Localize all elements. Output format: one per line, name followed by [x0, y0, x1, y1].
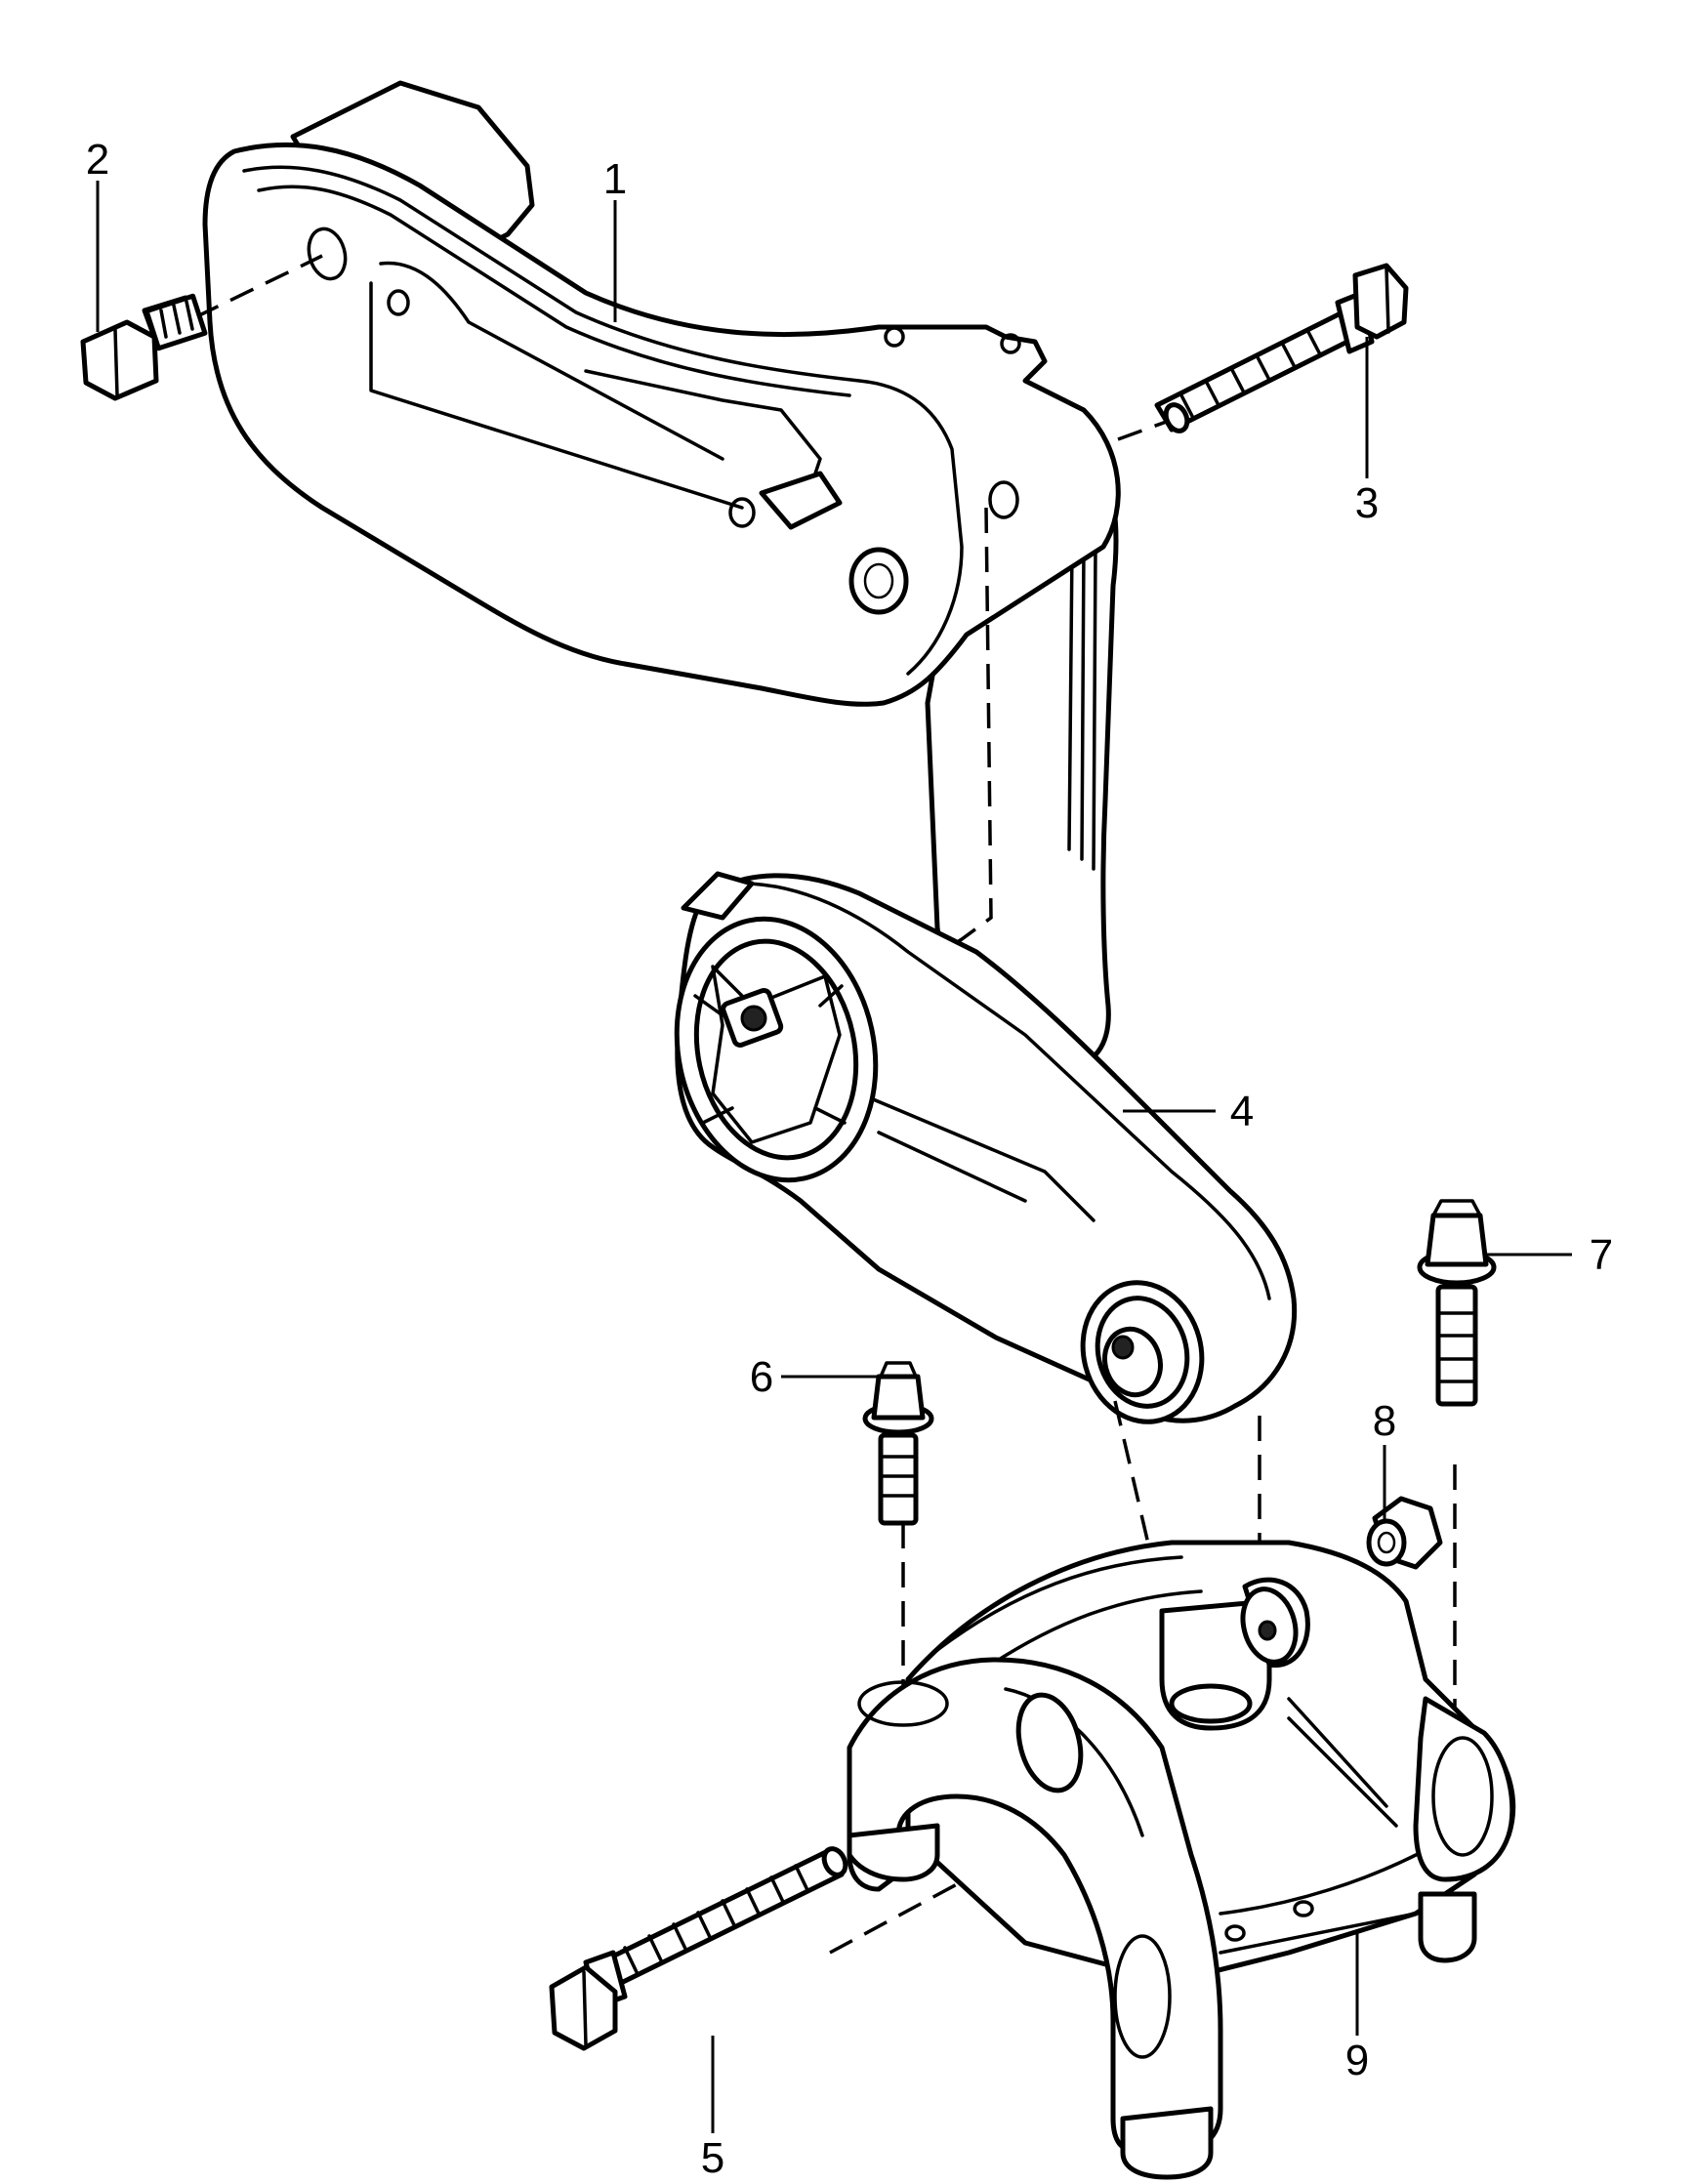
- callout-4: 4: [1230, 1088, 1254, 1135]
- callout-3: 3: [1355, 479, 1379, 527]
- callout-8: 8: [1373, 1397, 1396, 1445]
- callout-6: 6: [750, 1353, 773, 1401]
- callout-1: 1: [603, 155, 627, 203]
- part-8-nut: [1366, 1496, 1443, 1570]
- part-1-upper-bracket: [202, 80, 1121, 1068]
- callout-2: 2: [86, 136, 109, 184]
- part-6-bolt: [862, 1361, 934, 1526]
- part-5-long-bolt: [549, 1846, 848, 2051]
- part-2-short-bolt: [80, 254, 323, 401]
- part-9-base-bracket: [847, 1540, 1516, 2180]
- callout-labels: 2 1 3 4 6 7 8 5 9: [86, 136, 1613, 2182]
- leader-lines: [96, 181, 1572, 2133]
- callout-9: 9: [1345, 2037, 1369, 2084]
- part-7-bolt: [1417, 1199, 1497, 1407]
- part-3-long-bolt: [1117, 263, 1409, 441]
- part-4-torque-link: [674, 507, 1298, 1424]
- callout-5: 5: [701, 2134, 724, 2182]
- callout-7: 7: [1590, 1231, 1613, 1279]
